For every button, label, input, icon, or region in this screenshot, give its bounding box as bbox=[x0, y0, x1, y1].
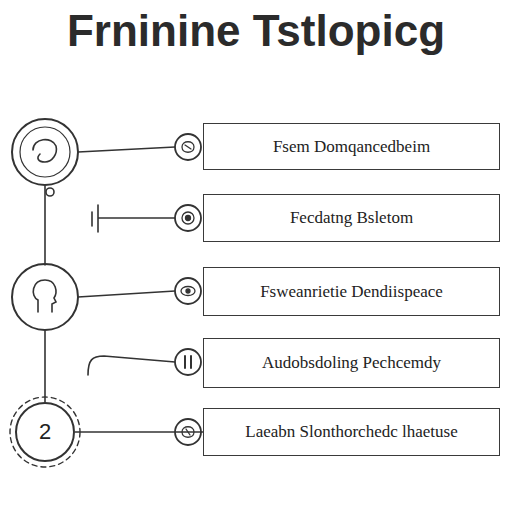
topic-label: Audobsdoling Pechcemdy bbox=[262, 353, 441, 373]
icon-circle bbox=[175, 278, 201, 304]
bracket-line bbox=[91, 212, 93, 226]
icon-circle bbox=[175, 205, 201, 231]
topic-circle bbox=[12, 119, 78, 185]
topic-box: Fecdatng Bsletom bbox=[203, 194, 500, 242]
topic-box: Audobsdoling Pechcemdy bbox=[203, 338, 500, 388]
bracket-line bbox=[98, 205, 175, 232]
eye-icon bbox=[186, 289, 190, 293]
topic-box: Laeabn Slonthorchedc lhaetuse bbox=[203, 408, 500, 456]
topic-box: Fsem Domqancedbeim bbox=[203, 123, 500, 170]
topic-label: Fsweanrietie Dendiispeace bbox=[260, 282, 443, 302]
topic-box: Fsweanrietie Dendiispeace bbox=[203, 267, 500, 316]
target-icon bbox=[186, 216, 191, 221]
callout-number: 2 bbox=[39, 419, 51, 445]
leader-line bbox=[78, 291, 175, 297]
connector-line bbox=[75, 431, 203, 433]
target-icon bbox=[182, 212, 194, 224]
eye-icon bbox=[181, 287, 195, 296]
spine-line bbox=[44, 331, 46, 402]
number-circle: 2 bbox=[15, 402, 75, 462]
topic-circle bbox=[12, 264, 78, 330]
spine-line bbox=[44, 186, 46, 265]
topic-label: Fsem Domqancedbeim bbox=[273, 137, 430, 157]
gear-ring bbox=[10, 397, 80, 467]
topic-label: Laeabn Slonthorchedc lhaetuse bbox=[245, 422, 457, 442]
icon-circle bbox=[175, 349, 201, 375]
brain-icon bbox=[182, 142, 194, 153]
topic-label: Fecdatng Bsletom bbox=[290, 208, 413, 228]
hook-dot bbox=[46, 188, 54, 196]
face-icon bbox=[33, 140, 56, 162]
diagram-title: Frninine Tstlopicg bbox=[0, 6, 512, 56]
icon-circle bbox=[175, 134, 201, 160]
pause-icon bbox=[185, 356, 191, 368]
head-icon bbox=[33, 280, 56, 312]
leader-line bbox=[78, 147, 175, 152]
inner-ring bbox=[20, 127, 70, 177]
curve-line bbox=[88, 356, 175, 375]
